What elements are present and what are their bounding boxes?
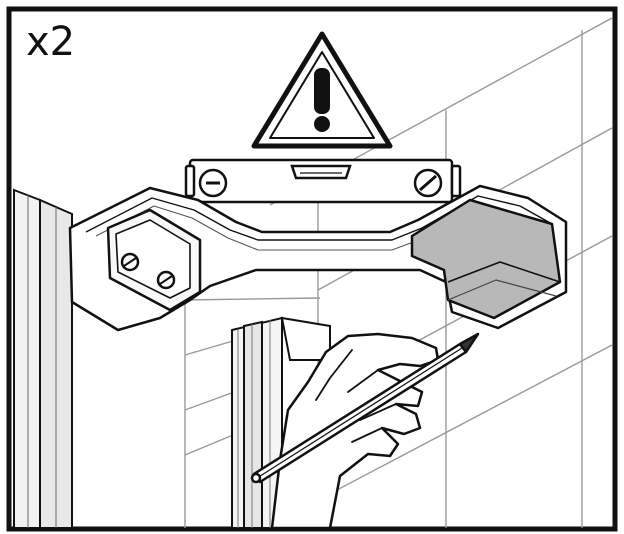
spirit-level xyxy=(184,158,462,204)
quantity-label: x2 xyxy=(26,19,76,65)
pencil-icon xyxy=(250,332,480,484)
stabilizer-bracket xyxy=(68,184,568,332)
screw-icon xyxy=(120,252,140,272)
warning-triangle-icon xyxy=(251,31,393,149)
level-vial-right xyxy=(413,168,443,198)
right-end-cap xyxy=(410,198,562,320)
tile-line xyxy=(317,344,613,501)
tile-line xyxy=(184,297,321,301)
glass-panel xyxy=(13,188,73,529)
hand-with-pencil xyxy=(250,332,480,530)
level-vial-left xyxy=(198,168,228,198)
left-clamp-block xyxy=(106,208,202,312)
screw-icon xyxy=(156,270,176,290)
